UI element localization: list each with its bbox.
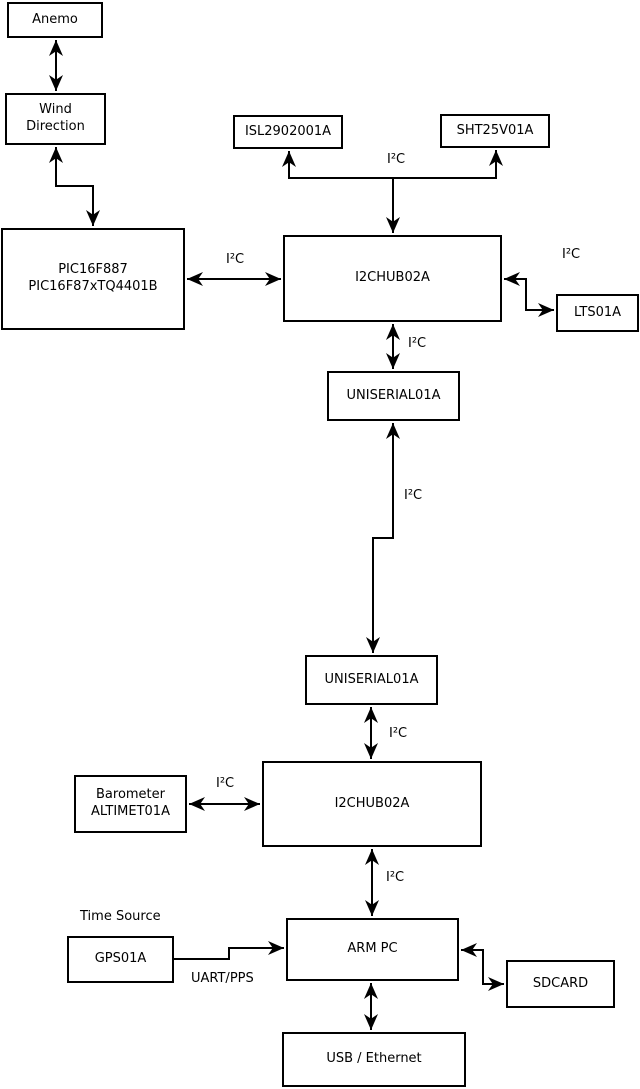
edge-label-i2c-long-link: I²C <box>404 488 423 503</box>
edge-i2chub-top-lts <box>504 272 554 317</box>
edge-uniserial-top-uniserial-bottom <box>366 423 400 653</box>
edge-wind-direction-pic <box>49 147 100 226</box>
node-sht25v01a: SHT25V01A <box>440 114 550 148</box>
node-i2chub02a-bottom: I2CHUB02A <box>262 761 482 847</box>
node-uniserial01a-top: UNISERIAL01A <box>327 371 460 421</box>
edge-label-i2c-lts: I²C <box>562 247 581 262</box>
node-label-line: Direction <box>26 119 85 134</box>
node-arm-pc: ARM PC <box>286 918 459 981</box>
node-label-line: PIC16F87xTQ4401B <box>28 279 158 294</box>
node-label: I2CHUB02A <box>334 795 410 811</box>
edge-label-time-source: Time Source <box>80 909 161 924</box>
edge-label-uart-pps: UART/PPS <box>191 971 254 986</box>
node-uniserial01a-bottom: UNISERIAL01A <box>305 655 438 705</box>
edge-gps-arm-pc <box>174 941 284 960</box>
edge-label-i2c-pic: I²C <box>226 252 245 267</box>
node-isl2902001a: ISL2902001A <box>233 115 343 149</box>
node-label-line: PIC16F887 <box>58 262 128 278</box>
node-label-line: ALTIMET01A <box>91 804 170 819</box>
node-label: ARM PC <box>347 941 398 957</box>
node-label: SDCARD <box>532 975 589 991</box>
edge-label-i2c-hub-uniserial: I²C <box>408 336 427 351</box>
edge-arm-pc-sdcard <box>461 943 504 991</box>
node-lts01a: LTS01A <box>556 294 639 332</box>
node-i2chub02a-top: I2CHUB02A <box>283 235 502 322</box>
node-usb-ethernet: USB / Ethernet <box>282 1032 466 1087</box>
node-pic16f887: PIC16F887 PIC16F87xTQ4401B <box>1 228 185 330</box>
node-anemo: Anemo <box>7 2 103 38</box>
node-wind-direction: Wind Direction <box>5 93 106 145</box>
node-gps01a: GPS01A <box>67 936 174 983</box>
node-label: SHT25V01A <box>456 122 534 138</box>
node-label: Anemo <box>32 11 78 27</box>
node-label-line: Wind <box>39 102 72 118</box>
node-sdcard: SDCARD <box>506 960 615 1008</box>
edge-label-i2c-barometer: I²C <box>216 776 235 791</box>
node-barometer-altimet01a: Barometer ALTIMET01A <box>74 775 187 833</box>
edge-label-i2c-sensors: I²C <box>387 152 406 167</box>
edge-label-i2c-hub2-arm: I²C <box>386 870 405 885</box>
edge-label-i2c-uniserial-hub2: I²C <box>389 726 408 741</box>
node-label: ISL2902001A <box>244 123 332 139</box>
node-label: LTS01A <box>573 304 622 320</box>
node-label: I2CHUB02A <box>355 270 430 286</box>
node-label: UNISERIAL01A <box>324 671 419 687</box>
node-label: GPS01A <box>94 951 147 967</box>
node-label: USB / Ethernet <box>326 1051 422 1067</box>
node-label-line: Barometer <box>96 787 165 803</box>
node-label: UNISERIAL01A <box>346 387 441 403</box>
